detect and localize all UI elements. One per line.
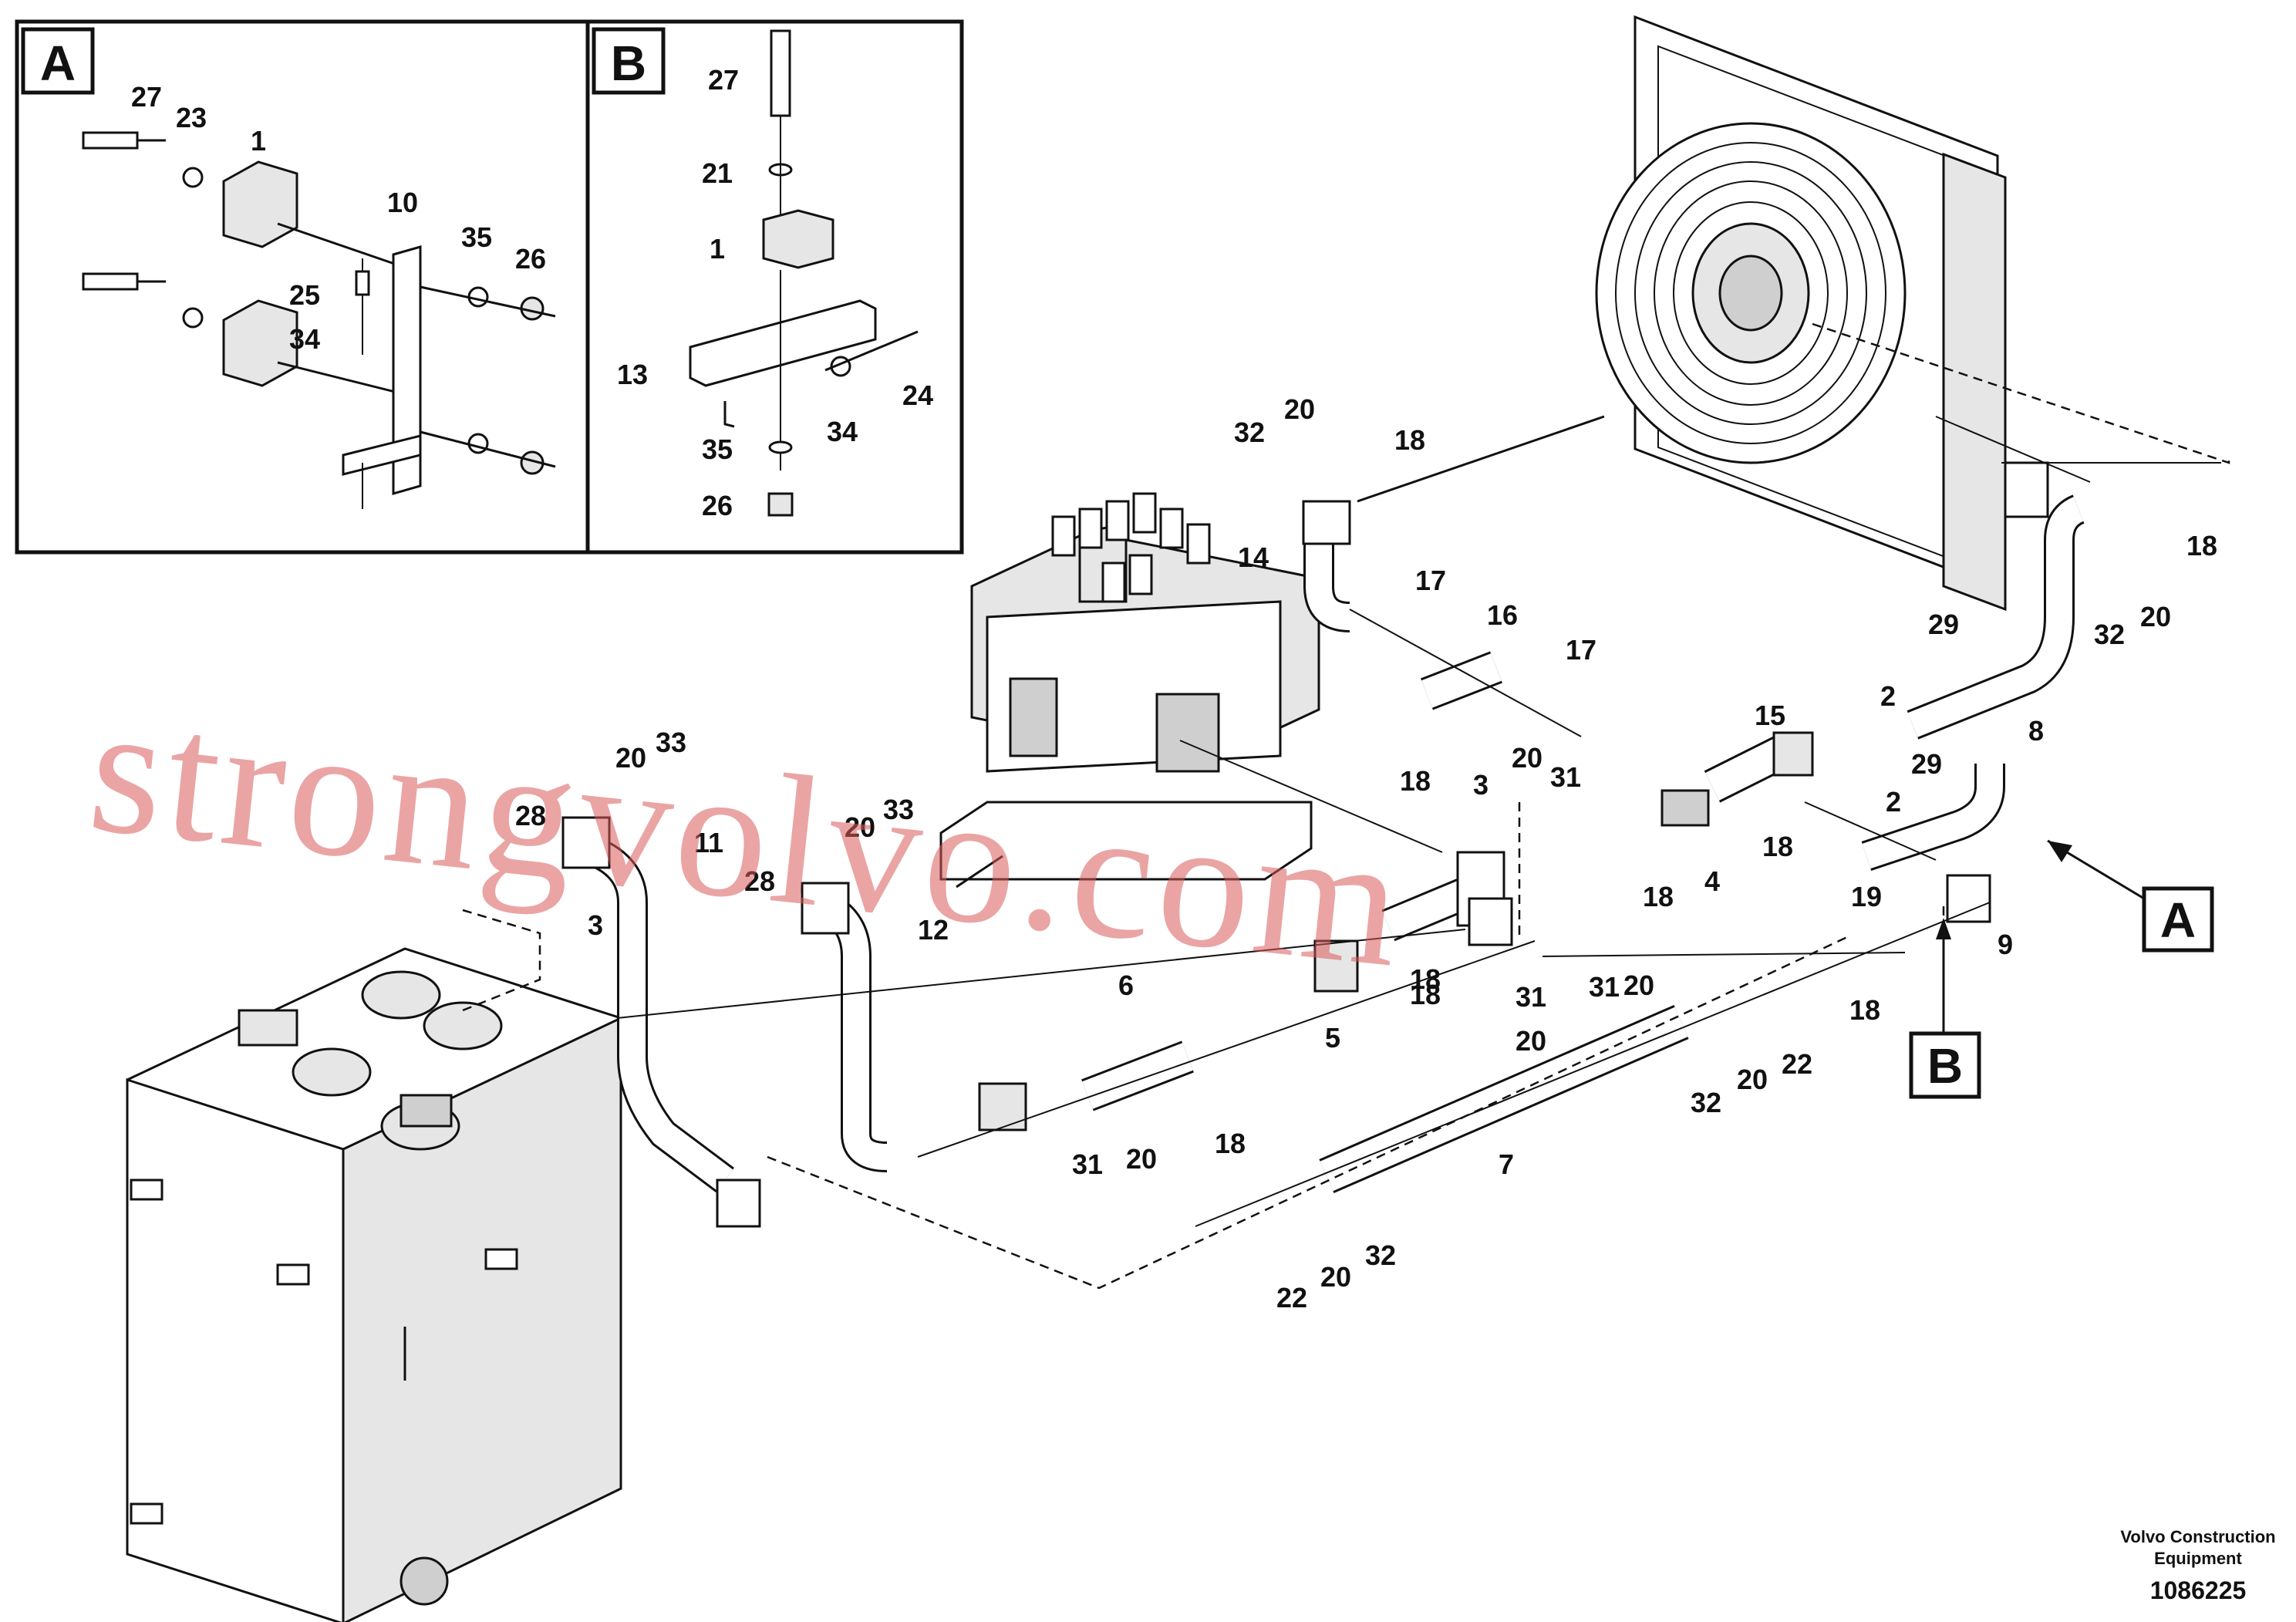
inset-a-letter: A xyxy=(40,35,76,91)
callout: 28 xyxy=(515,800,546,831)
callout: 7 xyxy=(1499,1148,1514,1180)
callout: 34 xyxy=(289,323,320,355)
callout: 6 xyxy=(1118,969,1134,1001)
callout: 20 xyxy=(1737,1064,1768,1095)
callout: 8 xyxy=(2028,715,2044,747)
callout: 9 xyxy=(1998,929,2013,960)
callout: 25 xyxy=(289,279,320,311)
callout: 1 xyxy=(251,125,266,157)
callout: 18 xyxy=(1849,994,1880,1026)
callout: 15 xyxy=(1755,700,1785,731)
callout: 17 xyxy=(1415,565,1446,596)
callout: 11 xyxy=(694,827,723,858)
callout: 13 xyxy=(617,359,648,390)
callout: 18 xyxy=(1215,1128,1246,1159)
callout: 18 xyxy=(1643,881,1674,912)
main-callouts: 32 20 18 14 17 16 17 2 15 29 8 32 20 18 … xyxy=(515,393,2217,1313)
callout: 18 xyxy=(1394,424,1425,456)
callout: 12 xyxy=(918,914,949,946)
callout: 21 xyxy=(702,157,733,189)
view-marker-b-letter: B xyxy=(1927,1038,1963,1094)
callout: 20 xyxy=(615,742,646,774)
inset-a: A 27 23 1 10 35 26 25 34 xyxy=(15,19,590,555)
callout: 29 xyxy=(1928,609,1959,640)
callout: 16 xyxy=(1487,599,1518,631)
callout: 2 xyxy=(1880,680,1896,712)
view-marker-a-letter: A xyxy=(2160,892,2196,948)
callout: 31 xyxy=(1515,981,1546,1013)
callout: 5 xyxy=(1325,1022,1340,1054)
callout: 2 xyxy=(1886,786,1901,818)
callout: 18 xyxy=(1410,963,1441,995)
callout: 20 xyxy=(1512,742,1542,774)
callout: 3 xyxy=(588,909,603,941)
part-number: 1086225 xyxy=(2150,1576,2247,1604)
radiator-fan xyxy=(1595,15,2007,612)
callout: 27 xyxy=(131,81,162,113)
callout: 3 xyxy=(1473,769,1489,801)
inset-b: B 27 21 1 13 24 34 35 26 xyxy=(585,19,964,555)
view-marker-b: B xyxy=(1909,918,1981,1099)
callout: 22 xyxy=(1782,1048,1812,1080)
callout: 35 xyxy=(461,221,492,253)
callout: 18 xyxy=(1410,979,1441,1010)
callout: 20 xyxy=(1623,969,1654,1001)
view-marker-a: A xyxy=(2047,839,2214,953)
callout: 33 xyxy=(656,727,686,758)
callout: 24 xyxy=(902,379,933,411)
callout: 33 xyxy=(883,794,914,825)
callout: 35 xyxy=(702,433,733,465)
control-valve xyxy=(939,492,1320,889)
callout: 20 xyxy=(1126,1143,1157,1175)
callout: 31 xyxy=(1550,761,1581,793)
callout: 1 xyxy=(710,233,725,265)
callout: 28 xyxy=(744,865,775,897)
callout: 34 xyxy=(827,416,858,447)
callout: 31 xyxy=(1072,1148,1103,1180)
hydraulic-tank xyxy=(126,947,622,1622)
brand-line-2: Equipment xyxy=(2154,1549,2242,1568)
callout: 4 xyxy=(1704,865,1720,897)
callout: 31 xyxy=(1589,971,1620,1003)
callout: 20 xyxy=(1320,1261,1351,1293)
inset-b-callouts: 27 21 1 13 24 34 35 26 xyxy=(617,64,933,521)
inset-a-callouts: 27 23 1 10 35 26 25 34 xyxy=(131,81,546,355)
callout: 23 xyxy=(176,102,207,133)
callout: 20 xyxy=(1515,1025,1546,1057)
pipes xyxy=(561,461,2085,1228)
callout: 20 xyxy=(1284,393,1315,425)
callout: 26 xyxy=(515,243,546,275)
brand-line-1: Volvo Construction xyxy=(2120,1527,2275,1546)
leader-lines xyxy=(462,322,2230,1290)
callout: 17 xyxy=(1566,634,1596,666)
callout: 32 xyxy=(1365,1239,1396,1271)
inset-b-letter: B xyxy=(611,35,646,91)
callout: 32 xyxy=(2094,619,2125,650)
callout: 20 xyxy=(845,811,875,843)
callout: 18 xyxy=(1762,831,1793,862)
callout: 32 xyxy=(1691,1087,1721,1118)
callout: 18 xyxy=(1400,765,1431,797)
callout: 22 xyxy=(1276,1282,1307,1313)
callout: 20 xyxy=(2140,601,2171,632)
callout: 18 xyxy=(2186,530,2217,561)
callout: 27 xyxy=(708,64,739,96)
callout: 14 xyxy=(1238,541,1269,573)
callout: 29 xyxy=(1911,748,1942,780)
callout: 26 xyxy=(702,490,733,521)
callout: 10 xyxy=(387,187,418,218)
callout: 19 xyxy=(1851,881,1882,912)
callout: 32 xyxy=(1234,416,1265,448)
footer: Volvo Construction Equipment 1086225 xyxy=(2120,1527,2275,1604)
